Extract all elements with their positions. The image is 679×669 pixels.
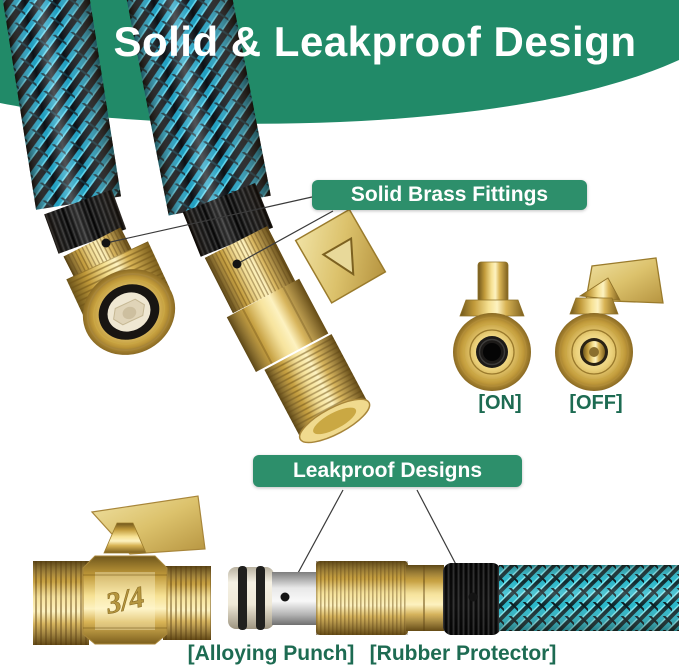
valve-threaded-outlet	[264, 334, 371, 444]
brass-callout-leaders	[101, 196, 334, 269]
leakproof-callout-label: Leakproof Designs	[253, 455, 522, 487]
brass-coupling	[66, 241, 176, 355]
valve-right-thread	[163, 566, 211, 640]
hose-photo-right	[120, 0, 387, 444]
valve-on-label: [ON]	[478, 392, 522, 414]
callout-dot-icon	[232, 259, 242, 269]
brass-fittings-callout-label: Solid Brass Fittings	[312, 180, 587, 210]
valve-hex-body	[226, 278, 329, 372]
valve-lever-plate	[294, 208, 387, 304]
hose-photo-left	[0, 0, 176, 355]
callout-dot-icon	[468, 592, 478, 602]
page-title: Solid & Leakproof Design	[113, 18, 637, 65]
valve-size-engraving: 3/4	[102, 580, 147, 620]
alloying-punch-connector	[228, 566, 318, 630]
alloying-punch-label: [Alloying Punch]	[187, 642, 355, 665]
hose-right-knurl	[204, 226, 296, 314]
hose-segment-right	[499, 565, 679, 631]
ball-valve-photo: 3/4	[33, 495, 211, 645]
o-ring	[256, 566, 265, 630]
valve-off-photo	[555, 257, 664, 391]
hose-left-collar	[44, 189, 127, 254]
valve-on-photo	[453, 261, 531, 391]
o-ring	[238, 566, 247, 630]
callout-dot-icon	[280, 592, 290, 602]
valve-left-thread	[33, 561, 89, 645]
valve-off-label: [OFF]	[569, 392, 623, 414]
rubber-protector-label: [Rubber Protector]	[369, 642, 557, 665]
valve-hex-center	[82, 555, 168, 645]
callout-dot-icon	[101, 238, 111, 248]
hose-right-collar	[182, 183, 274, 257]
hose-end-assembly-photo	[228, 561, 679, 635]
brass-nozzle-collar	[316, 561, 444, 635]
